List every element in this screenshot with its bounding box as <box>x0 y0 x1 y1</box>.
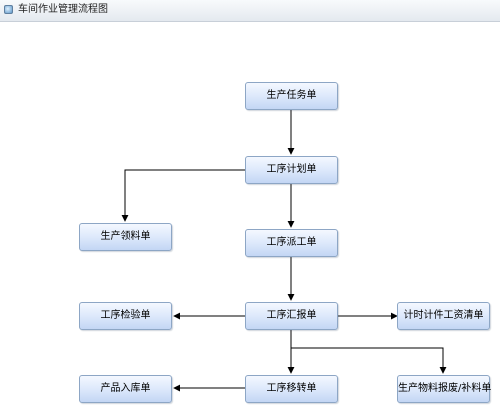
window-titlebar: 车间作业管理流程图 <box>0 0 500 22</box>
node-process-transfer[interactable]: 工序移转单 <box>245 375 338 403</box>
node-material-requisition[interactable]: 生产领料单 <box>79 223 172 251</box>
node-product-storage[interactable]: 产品入库单 <box>79 375 172 403</box>
node-process-plan[interactable]: 工序计划单 <box>245 156 338 184</box>
node-process-inspection[interactable]: 工序检验单 <box>79 302 172 330</box>
node-process-report[interactable]: 工序汇报单 <box>245 302 338 330</box>
window-title: 车间作业管理流程图 <box>18 4 108 15</box>
node-process-dispatch[interactable]: 工序派工单 <box>245 229 338 257</box>
node-production-task[interactable]: 生产任务单 <box>245 82 338 110</box>
connector-plan-to-requisition <box>121 169 246 222</box>
window-icon <box>4 5 13 14</box>
node-material-scrap[interactable]: 生产物料报废/补料单 <box>397 375 491 403</box>
connector-report-to-scrap <box>291 347 447 374</box>
node-piece-wage-list[interactable]: 计时计件工资清单 <box>397 302 490 330</box>
